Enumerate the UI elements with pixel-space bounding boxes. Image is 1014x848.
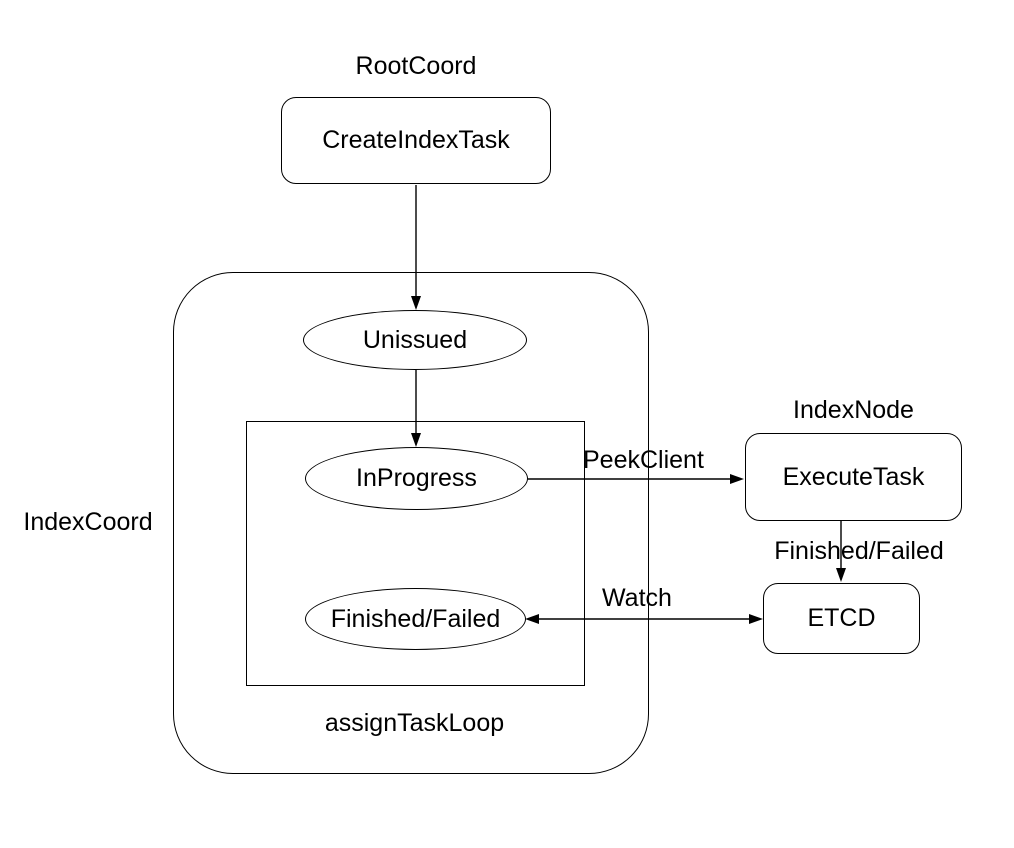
etcd-label: ETCD	[807, 604, 876, 632]
finished-failed-label: Finished/Failed	[330, 604, 501, 633]
index-node-label: IndexNode	[793, 396, 914, 424]
in-progress-node: InProgress	[305, 447, 528, 510]
finished-failed-edge-label: Finished/Failed	[774, 537, 944, 565]
finished-failed-node: Finished/Failed	[305, 588, 526, 650]
create-index-task-node: CreateIndexTask	[281, 97, 551, 184]
create-index-task-label: CreateIndexTask	[322, 126, 510, 154]
watch-edge-label: Watch	[602, 584, 672, 612]
assign-task-loop-label: assignTaskLoop	[324, 709, 505, 737]
unissued-label: Unissued	[362, 325, 468, 354]
peek-client-edge-label: PeekClient	[583, 446, 704, 474]
in-progress-label: InProgress	[356, 464, 477, 492]
execute-task-node: ExecuteTask	[745, 433, 962, 521]
index-coord-label: IndexCoord	[23, 508, 153, 536]
execute-task-label: ExecuteTask	[782, 462, 925, 491]
index-coord-container	[173, 272, 649, 774]
root-coord-label: RootCoord	[355, 52, 477, 80]
unissued-node: Unissued	[303, 310, 527, 370]
etcd-node: ETCD	[763, 583, 920, 654]
